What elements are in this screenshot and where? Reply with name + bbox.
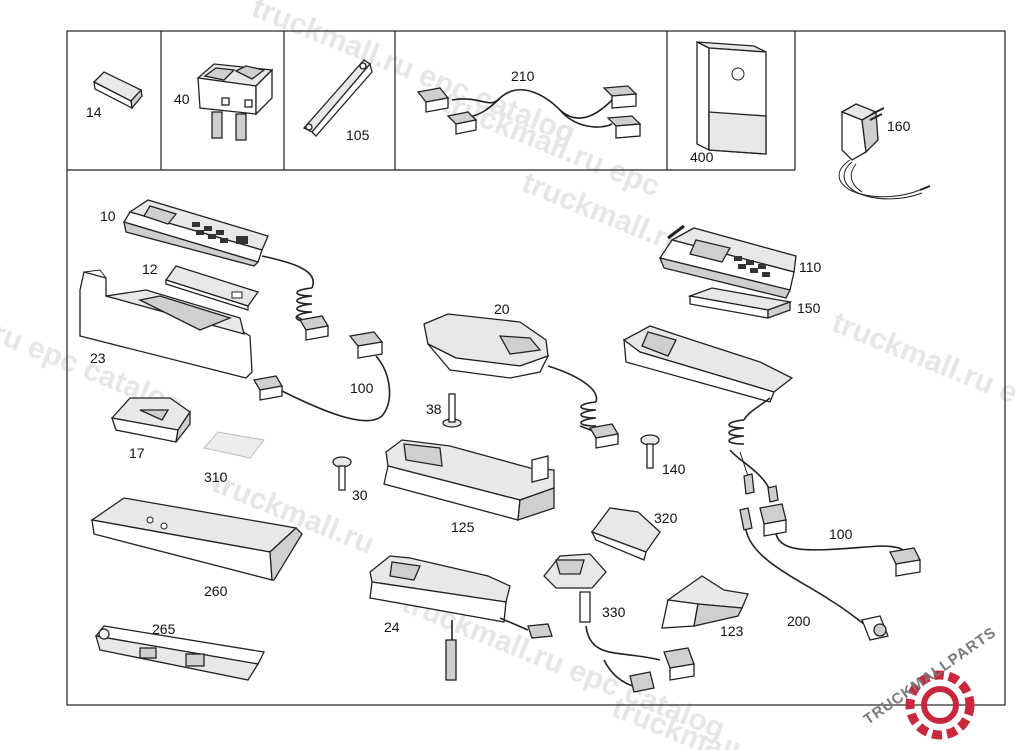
part-200-antenna-cable[interactable]	[739, 507, 889, 641]
part-label-140: 140	[662, 461, 686, 477]
part-14-clip[interactable]	[92, 71, 143, 110]
part-24-holder[interactable]	[369, 555, 553, 681]
part-label-10: 10	[100, 208, 116, 224]
part-150-battery[interactable]	[687, 287, 793, 319]
part-210-adapter-cable[interactable]	[416, 85, 642, 139]
part-label-23: 23	[90, 350, 106, 366]
part-140-screw[interactable]	[640, 434, 660, 469]
part-20-holder[interactable]	[423, 313, 620, 449]
part-label-14: 14	[86, 104, 102, 120]
logo-text: TRUCKMALLPARTS	[861, 624, 1000, 728]
part-label-400: 400	[690, 149, 714, 165]
part-label-38: 38	[426, 401, 442, 417]
part-label-105: 105	[346, 127, 370, 143]
part-label-100-left: 100	[350, 380, 374, 396]
truckmall-logo: TRUCKMALLPARTS	[861, 624, 1000, 740]
part-100-cable-left[interactable]	[252, 331, 391, 422]
watermark: truckmall.ru e	[827, 306, 1022, 410]
part-label-265: 265	[152, 621, 176, 637]
part-label-150: 150	[797, 300, 821, 316]
part-label-40: 40	[174, 91, 190, 107]
part-123-support[interactable]	[661, 575, 749, 629]
part-320-cap[interactable]	[590, 507, 661, 561]
part-label-30: 30	[352, 487, 368, 503]
part-23-cradle[interactable]	[79, 269, 253, 379]
part-label-310: 310	[204, 469, 228, 485]
part-label-260: 260	[204, 583, 228, 599]
part-110-mobile-phone[interactable]	[658, 224, 797, 299]
part-400-manual[interactable]	[696, 40, 767, 155]
part-label-20: 20	[494, 301, 510, 317]
part-label-200: 200	[787, 613, 811, 629]
part-label-330: 330	[602, 604, 626, 620]
part-17-mount[interactable]	[110, 397, 191, 443]
part-100-cable-right[interactable]	[759, 503, 921, 577]
part-label-17: 17	[129, 445, 145, 461]
part-label-12: 12	[142, 261, 158, 277]
part-38-bolt[interactable]	[442, 393, 462, 428]
part-265-rail[interactable]	[94, 625, 265, 681]
part-12-cover[interactable]	[164, 265, 260, 311]
part-label-160: 160	[887, 118, 911, 134]
part-10-handset[interactable]	[123, 199, 330, 341]
part-160-charger[interactable]	[838, 103, 931, 200]
part-310-sticker[interactable]	[203, 431, 265, 459]
part-125-holder[interactable]	[383, 439, 555, 521]
part-30-screw[interactable]	[332, 456, 352, 491]
part-label-100-right: 100	[829, 526, 853, 542]
part-phone-cradle-right[interactable]	[622, 325, 794, 503]
diagram-frame	[66, 30, 1006, 706]
part-105-bracket[interactable]	[302, 59, 373, 137]
part-label-123: 123	[720, 623, 744, 639]
part-label-110: 110	[799, 259, 822, 275]
part-40-switch[interactable]	[196, 63, 274, 141]
part-label-24: 24	[384, 619, 400, 635]
part-label-210: 210	[511, 68, 535, 84]
part-260-plate[interactable]	[90, 497, 303, 581]
part-330-adapter[interactable]	[543, 553, 695, 693]
part-label-125: 125	[451, 519, 475, 535]
part-label-320: 320	[654, 510, 678, 526]
